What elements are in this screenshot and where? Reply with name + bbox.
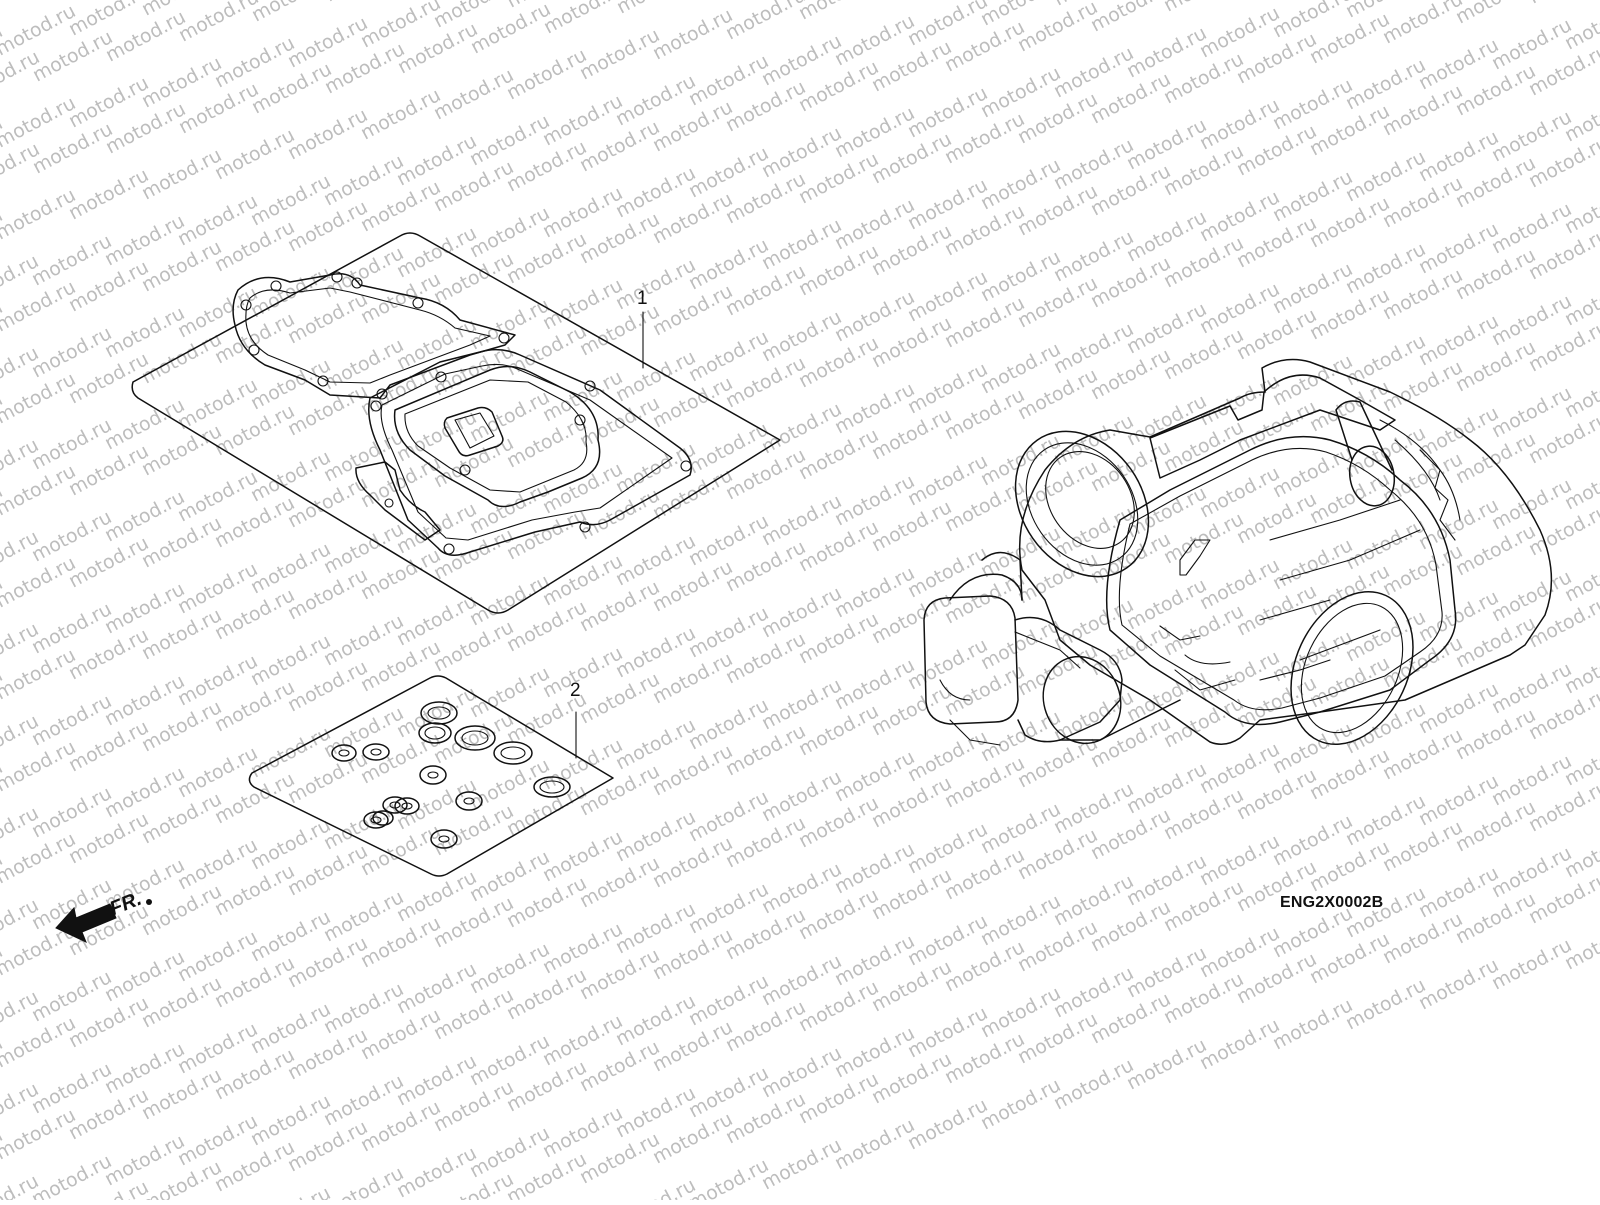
- watermark-text: motod.ru: [1415, 954, 1502, 1014]
- watermark-text: motod.ru: [65, 164, 152, 224]
- watermark-text: motod.ru: [1525, 0, 1600, 8]
- watermark-text: motod.ru: [613, 0, 700, 18]
- watermark-text: motod.ru: [284, 104, 371, 164]
- watermark-text: motod.ru: [1452, 0, 1539, 28]
- watermark-text: motod.ru: [576, 24, 663, 84]
- watermark-text: motod.ru: [649, 4, 736, 64]
- watermark-text: motod.ru: [1087, 0, 1174, 36]
- watermark-text: motod.ru: [1123, 1034, 1210, 1094]
- watermark-text: motod.ru: [138, 144, 225, 204]
- watermark-text: motod.ru: [247, 1182, 334, 1200]
- watermark-text: motod.ru: [1050, 1054, 1137, 1114]
- watermark-text: motod.ru: [1488, 934, 1575, 994]
- diagram-code: ENG2X0002B: [1280, 894, 1383, 912]
- watermark-text: motod.ru: [977, 1074, 1064, 1134]
- watermark-text: motod.ru: [503, 44, 590, 104]
- watermark-text: motod.ru: [1160, 0, 1247, 16]
- watermark-text: motod.ru: [868, 0, 955, 4]
- watermark-text: motod.ru: [357, 84, 444, 144]
- watermark-text: motod.ru: [831, 1114, 918, 1174]
- callout-1[interactable]: 1: [637, 288, 648, 310]
- watermark-text: motod.ru: [211, 124, 298, 184]
- watermark-text: motod.ru: [0, 184, 79, 244]
- watermark-text: motod.ru: [1196, 1014, 1283, 1074]
- watermark-text: motod.ru: [248, 0, 335, 26]
- watermark-text: motod.ru: [1342, 974, 1429, 1034]
- watermark-text: motod.ru: [540, 0, 627, 38]
- watermark-text: motod.ru: [758, 1134, 845, 1194]
- watermark-text: motod.ru: [430, 64, 517, 124]
- watermark-text: motod.ru: [795, 0, 882, 24]
- watermark-text: motod.ru: [904, 1094, 991, 1154]
- watermark-text: motod.ru: [321, 0, 408, 6]
- watermark-text: motod.ru: [1269, 994, 1356, 1054]
- watermark-text: motod.ru: [320, 1162, 407, 1200]
- callout-2[interactable]: 2: [570, 680, 581, 702]
